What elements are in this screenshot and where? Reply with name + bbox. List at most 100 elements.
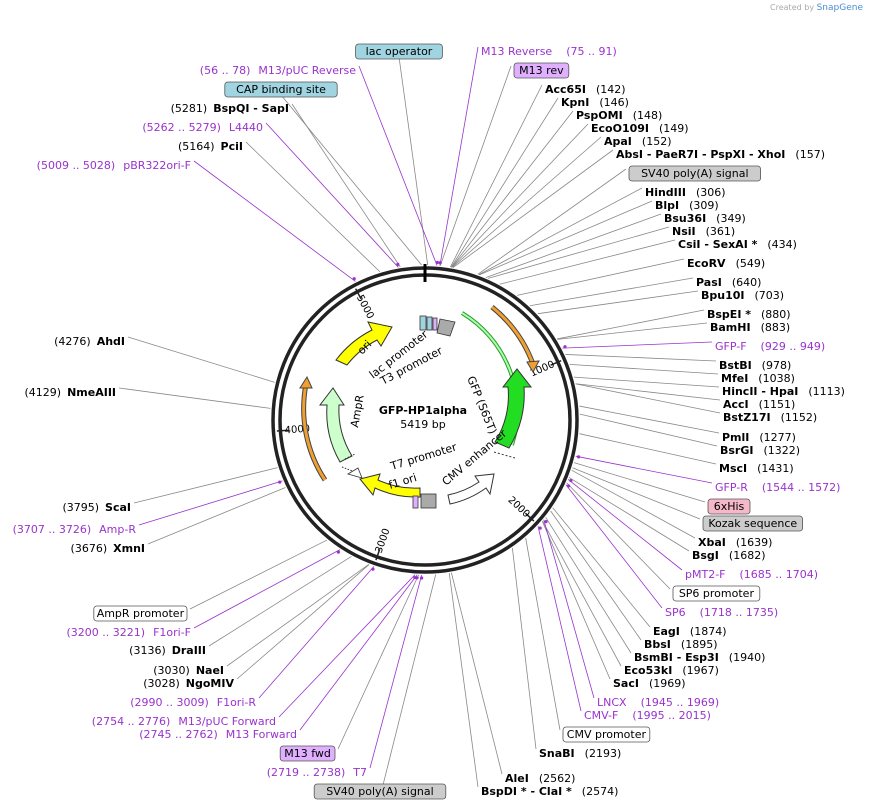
feature-box-cmv-promoter bbox=[562, 726, 651, 743]
feature-text-ampr-promoter: AmpR promoter bbox=[97, 607, 185, 620]
leader-ngomiv bbox=[236, 564, 370, 680]
enzyme-label-bsgi: BsgI(1682) bbox=[692, 549, 765, 562]
primer-label-pmt2-f: pMT2-F(1685 .. 1704) bbox=[685, 568, 818, 581]
leader-cmv-f bbox=[537, 526, 582, 712]
primer-label-amp-r: (3707 .. 3726)Amp-R bbox=[13, 523, 137, 536]
feature-text-sp6-promoter: SP6 promoter bbox=[679, 587, 755, 600]
leader-pmt2-f bbox=[567, 479, 683, 571]
leader-pasi bbox=[529, 277, 694, 307]
enzyme-name-nmeaiii: NmeAIII bbox=[67, 386, 116, 399]
leader-apai bbox=[451, 136, 602, 268]
enzyme-name-pmli: PmlI bbox=[722, 431, 749, 444]
ori-feature-arrow bbox=[335, 321, 393, 366]
primer-name-lncx: LNCX bbox=[597, 696, 627, 709]
feature-label-ampr: AmpR bbox=[348, 394, 367, 429]
enzyme-pos-acci: (1151) bbox=[759, 398, 796, 411]
primer-label-m13-forward: (2745 .. 2762)M13 Forward bbox=[139, 728, 297, 741]
enzyme-name-bstz17i: BstZ17I bbox=[723, 411, 771, 424]
enzyme-label-xmni: (3676)XmnI bbox=[71, 542, 145, 555]
enzyme-pos-bstbi: (978) bbox=[762, 359, 792, 372]
enzyme-pos-ngomiv: (3028) bbox=[143, 677, 180, 690]
leader-bstz17i bbox=[575, 383, 721, 414]
leader-m13-forward bbox=[299, 574, 418, 731]
enzyme-name-mfei: MfeI bbox=[721, 372, 748, 385]
feature-label-t7-promoter: T7 promoter bbox=[388, 440, 458, 473]
orange-arc-right-head bbox=[526, 360, 540, 374]
feature-text-m13-rev: M13 rev bbox=[519, 64, 564, 77]
primer-site-l4440 bbox=[396, 262, 400, 266]
leader-nsii bbox=[487, 226, 670, 279]
primer-range-f1ori-f: (3200 .. 3221) bbox=[67, 626, 146, 639]
feature-text-sv40-polya-top: SV40 poly(A) signal bbox=[641, 167, 748, 180]
enzyme-pos-bstz17i: (1152) bbox=[781, 411, 818, 424]
feature-box-kozak bbox=[702, 515, 803, 532]
leader-pbr322ori-f bbox=[193, 160, 356, 282]
leader-l4440 bbox=[265, 122, 399, 268]
leader-hincii bbox=[573, 376, 720, 388]
enzyme-pos-scai: (3795) bbox=[62, 501, 99, 514]
leader-ampr-promoter bbox=[189, 539, 328, 610]
enzyme-name-saci: SacI bbox=[613, 677, 639, 690]
enzyme-pos-bsrgi: (1322) bbox=[763, 444, 800, 457]
enzyme-label-ecorv: EcoRV(549) bbox=[687, 257, 765, 270]
primer-range-m13-puc-forward: (2754 .. 2776) bbox=[92, 715, 171, 728]
feature-label-6xhis: 6xHis bbox=[707, 498, 751, 515]
leader-bsgi bbox=[568, 477, 690, 552]
enzyme-extra-bsmbi: - Esp3I bbox=[673, 651, 719, 664]
enzyme-name-absi: AbsI bbox=[616, 148, 643, 161]
enzyme-pos-bsgi: (1682) bbox=[729, 549, 766, 562]
leader-lac-operator bbox=[398, 56, 429, 266]
leader-bspei bbox=[557, 309, 705, 340]
enzyme-pos-msci: (1431) bbox=[757, 462, 794, 475]
leader-bspqi bbox=[291, 103, 401, 268]
primer-site-m13-puc-reverse bbox=[435, 260, 439, 265]
enzyme-extra-bspdi: - ClaI * bbox=[527, 785, 572, 798]
feature-text-cap-binding-site: CAP binding site bbox=[236, 83, 326, 96]
feature-label-m13-fwd: M13 fwd bbox=[279, 745, 336, 762]
enzyme-pos-pmli: (1277) bbox=[759, 431, 796, 444]
tick-4000 bbox=[276, 429, 289, 432]
feature-label-cmv-promoter: CMV promoter bbox=[562, 726, 651, 743]
enzyme-label-bspqi: (5281)BspQI - SapI bbox=[171, 102, 289, 115]
primer-label-m13-puc-reverse: (56 .. 78)M13/pUC Reverse bbox=[200, 64, 356, 77]
leader-m13-fwd bbox=[337, 574, 419, 750]
leader-eagi bbox=[552, 507, 651, 628]
enzyme-pos-alei: (2562) bbox=[539, 772, 576, 785]
primer-site-pbr322ori-f bbox=[352, 277, 356, 281]
enzyme-pos-eco0109i: (149) bbox=[659, 122, 689, 135]
enzyme-pos-apai: (152) bbox=[642, 135, 672, 148]
enzyme-label-bspei: BspEI *(880) bbox=[707, 308, 791, 321]
enzyme-pos-pasi: (640) bbox=[732, 276, 762, 289]
enzyme-label-pcii: (5164)PciI bbox=[178, 140, 243, 153]
leader-kpni bbox=[450, 97, 559, 268]
enzyme-name-msci: MscI bbox=[719, 462, 747, 475]
feature-label-sp6-promoter: SP6 promoter bbox=[672, 585, 761, 602]
primer-site-m13-puc-forward bbox=[413, 576, 417, 580]
enzyme-name-csii: CsiI bbox=[678, 238, 700, 251]
leader-bbsi bbox=[550, 510, 642, 641]
feature-label-ampr-promoter: AmpR promoter bbox=[93, 605, 188, 622]
enzyme-name-scai: ScaI bbox=[105, 501, 131, 514]
enzyme-label-acc65i: Acc65I(142) bbox=[545, 83, 626, 96]
leader-m13-puc-forward bbox=[278, 574, 416, 718]
feature-text-kozak: Kozak sequence bbox=[708, 517, 797, 530]
enzyme-name-bsrgi: BsrGI bbox=[720, 444, 753, 457]
primer-site-pmt2-f bbox=[569, 478, 573, 483]
enzyme-label-pasi: PasI (640) bbox=[696, 276, 761, 289]
primer-range-m13-reverse: (75 .. 91) bbox=[566, 45, 617, 58]
primer-label-f1ori-r: (2990 .. 3009)F1ori-R bbox=[130, 696, 256, 709]
leader-bspdi bbox=[448, 573, 479, 788]
primer-label-pbr322ori-f: (5009 .. 5028)pBR322ori-F bbox=[37, 159, 191, 172]
enzyme-label-hincii: HincII - HpaI(1113) bbox=[722, 385, 845, 398]
enzyme-name-pasi: PasI bbox=[696, 276, 722, 289]
leader-alei bbox=[450, 572, 503, 775]
enzyme-name-ecorv: EcoRV bbox=[687, 257, 726, 270]
primer-name-f1ori-r: F1ori-R bbox=[217, 696, 257, 709]
leader-scai bbox=[133, 467, 278, 504]
primer-label-t7: (2719 .. 2738)T7 bbox=[267, 766, 367, 779]
bottom-gray-box bbox=[420, 493, 437, 509]
primer-label-m13-puc-forward: (2754 .. 2776)M13/pUC Forward bbox=[92, 715, 276, 728]
enzyme-label-eco0109i: EcoO109I(149) bbox=[591, 122, 689, 135]
feature-box-m13-fwd bbox=[279, 745, 336, 762]
